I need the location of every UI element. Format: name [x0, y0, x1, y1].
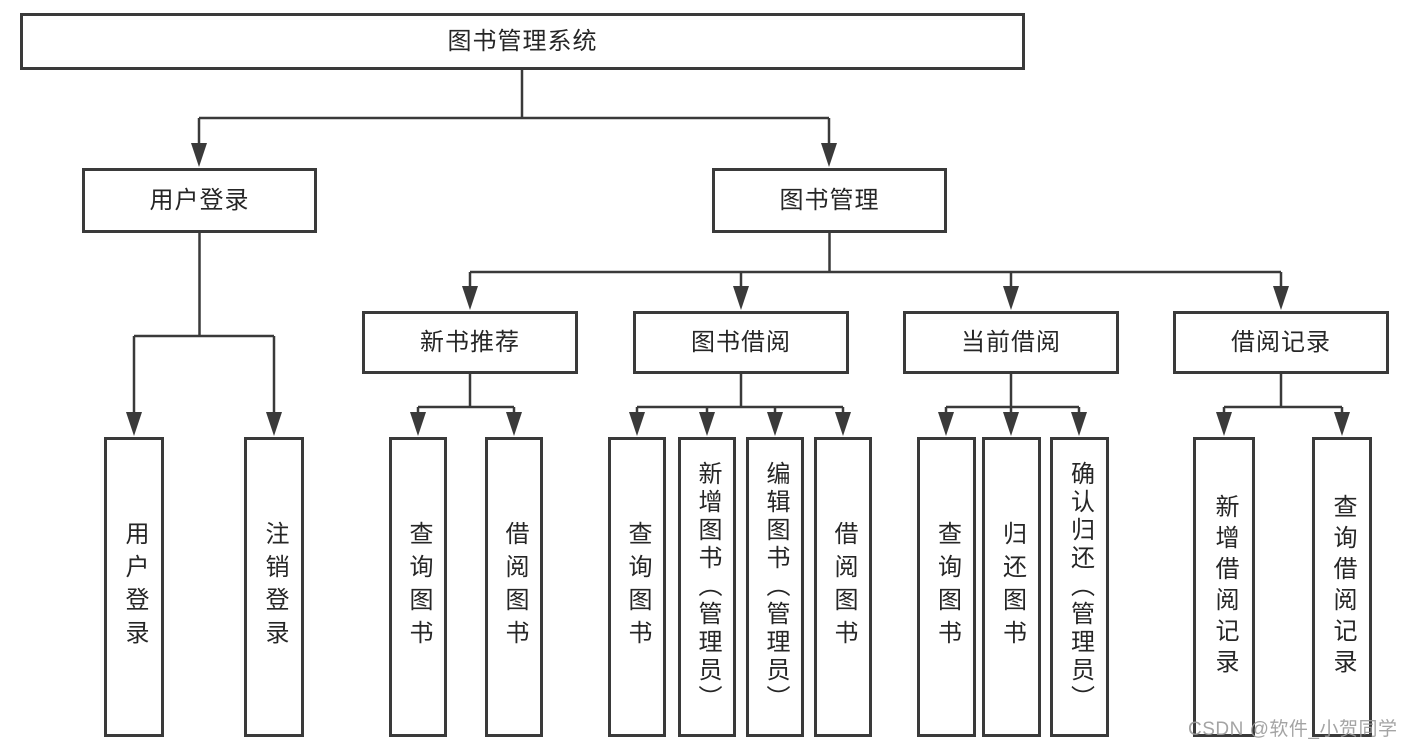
borrow-books-borrowing-label: 借阅图书 — [830, 521, 857, 653]
borrow-books-recommend-label: 借阅图书 — [501, 521, 528, 653]
node-return-books: 归还图书 — [982, 437, 1041, 737]
logout-label: 注销登录 — [261, 521, 288, 653]
watermark-csdn: CSDN @软件_小贺同学 — [1188, 719, 1398, 740]
query-books-borrowing-label: 查询图书 — [624, 521, 651, 653]
book-management-module-label: 图书管理 — [779, 186, 880, 214]
node-book-borrowing: 图书借阅 — [633, 311, 849, 374]
node-edit-books-admin: 编辑图书（管理员） — [746, 437, 804, 737]
node-logout: 注销登录 — [244, 437, 304, 737]
node-library-system: 图书管理系统 — [20, 13, 1025, 70]
node-query-books-borrowing: 查询图书 — [608, 437, 666, 737]
library-system-label: 图书管理系统 — [447, 27, 598, 55]
book-borrowing-label: 图书借阅 — [691, 328, 791, 356]
node-new-book-recommend: 新书推荐 — [362, 311, 578, 374]
return-books-label: 归还图书 — [998, 521, 1026, 653]
node-add-borrow-record: 新增借阅记录 — [1193, 437, 1255, 737]
node-query-books-current: 查询图书 — [917, 437, 976, 737]
user-login-label: 用户登录 — [121, 521, 148, 653]
edit-books-admin-label: 编辑图书（管理员） — [762, 461, 789, 713]
confirm-return-admin-label: 确认归还（管理员） — [1066, 461, 1094, 713]
add-books-admin-label: 新增图书（管理员） — [694, 461, 721, 713]
query-borrow-record-label: 查询借阅记录 — [1329, 494, 1356, 680]
user-login-module-label: 用户登录 — [149, 186, 250, 214]
node-add-books-admin: 新增图书（管理员） — [678, 437, 736, 737]
current-borrowing-label: 当前借阅 — [961, 328, 1061, 356]
node-borrowing-records: 借阅记录 — [1173, 311, 1389, 374]
node-user-login: 用户登录 — [104, 437, 164, 737]
borrowing-records-label: 借阅记录 — [1231, 328, 1331, 356]
node-borrow-books-recommend: 借阅图书 — [485, 437, 543, 737]
node-query-borrow-record: 查询借阅记录 — [1312, 437, 1372, 737]
node-user-login-module: 用户登录 — [82, 168, 317, 233]
node-book-management-module: 图书管理 — [712, 168, 947, 233]
node-borrow-books-borrowing: 借阅图书 — [814, 437, 872, 737]
query-books-recommend-label: 查询图书 — [405, 521, 432, 653]
new-book-recommend-label: 新书推荐 — [420, 328, 520, 356]
add-borrow-record-label: 新增借阅记录 — [1211, 494, 1238, 680]
query-books-current-label: 查询图书 — [933, 521, 961, 653]
node-query-books-recommend: 查询图书 — [389, 437, 447, 737]
node-current-borrowing: 当前借阅 — [903, 311, 1119, 374]
node-confirm-return-admin: 确认归还（管理员） — [1050, 437, 1109, 737]
